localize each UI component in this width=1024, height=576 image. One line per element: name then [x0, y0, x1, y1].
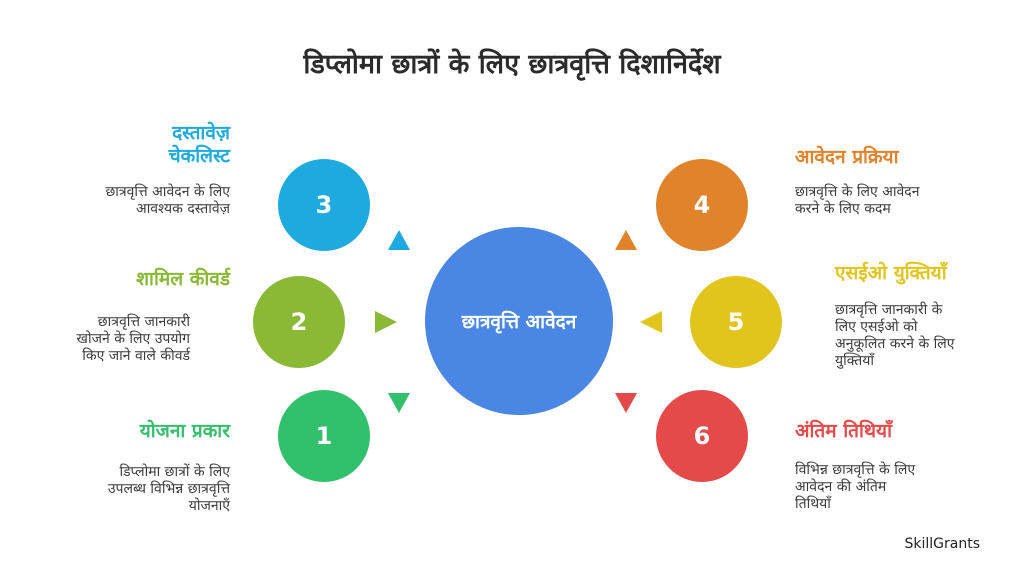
arrow-triangle-icon-3: [388, 230, 410, 250]
desc-deadlines: विभिन्न छात्रवृत्ति के लिए आवेदन की अंति…: [795, 462, 916, 512]
step-circle-6: 6: [656, 390, 748, 482]
desc-seo-tips: छात्रवृत्ति जानकारी के लिए एसईओ को अनुकू…: [835, 302, 955, 369]
desc-scheme-types: डिप्लोमा छात्रों के लिए उपलब्ध विभिन्न छ…: [107, 464, 230, 514]
heading-document-checklist: दस्तावेज़ चेकलिस्ट: [168, 122, 230, 167]
center-circle: छात्रवृत्ति आवेदन: [425, 227, 613, 415]
heading-seo-tips: एसईओ युक्तियाँ: [835, 262, 947, 284]
desc-document-checklist: छात्रवृत्ति आवेदन के लिए आवश्यक दस्तावेज…: [105, 184, 230, 217]
heading-deadlines: अंतिम तिथियाँ: [795, 420, 892, 442]
brand-label: SkillGrants: [904, 536, 980, 552]
desc-application-process: छात्रवृत्ति के लिए आवेदन करने के लिए कदम: [795, 184, 920, 217]
arrow-triangle-icon-4: [615, 230, 637, 250]
center-label: छात्रवृत्ति आवेदन: [461, 311, 577, 333]
desc-included-keywords: छात्रवृत्ति जानकारी खोजने के लिए उपयोग क…: [76, 314, 190, 364]
heading-included-keywords: शामिल कीवर्ड: [136, 268, 230, 290]
arrow-triangle-icon-6: [615, 393, 637, 413]
arrow-triangle-icon-5: [640, 311, 662, 333]
heading-scheme-types: योजना प्रकार: [139, 420, 230, 442]
step-circle-4: 4: [656, 159, 748, 251]
arrow-triangle-icon-2: [375, 311, 397, 333]
step-circle-3: 3: [278, 159, 370, 251]
page-title: डिप्लोमा छात्रों के लिए छात्रवृत्ति दिशा…: [303, 49, 721, 80]
step-circle-1: 1: [278, 390, 370, 482]
step-circle-5: 5: [690, 276, 782, 368]
heading-application-process: आवेदन प्रक्रिया: [795, 146, 899, 168]
arrow-triangle-icon-1: [388, 393, 410, 413]
step-circle-2: 2: [253, 276, 345, 368]
